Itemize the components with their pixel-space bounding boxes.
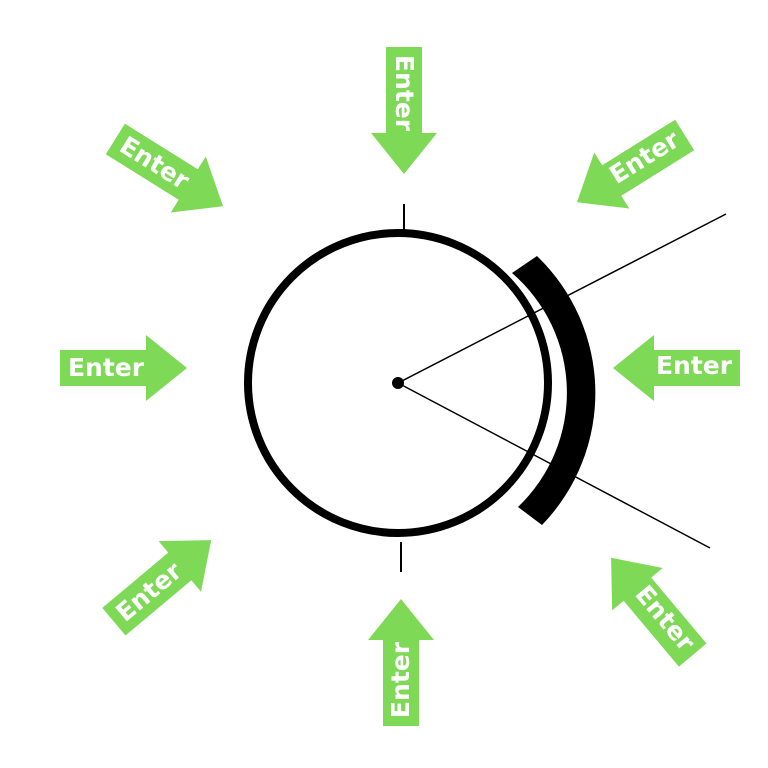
center-dot — [392, 377, 404, 389]
arrow-left: Enter — [60, 335, 187, 401]
arrow-top-left-shape — [105, 123, 224, 213]
arrow-bottom-left: Enter — [102, 540, 212, 636]
arrow-bottom-shape — [368, 599, 434, 726]
arrow-top-shape — [371, 47, 437, 174]
arrow-right: Enter — [613, 335, 740, 401]
main-circle — [244, 229, 552, 537]
arrow-left-shape — [60, 335, 187, 401]
arrow-top-label: Enter — [390, 55, 419, 132]
thick-arc-segment — [512, 256, 596, 525]
arrow-bottom-label: Enter — [386, 641, 415, 718]
arrow-top-right: Enter — [576, 119, 695, 209]
angle-line-upper — [397, 213, 727, 384]
arrow-right-label: Enter — [656, 351, 733, 380]
arrow-top-right-shape — [576, 119, 695, 209]
arrow-top-left: Enter — [105, 123, 224, 213]
arrow-bottom-right-shape — [611, 557, 707, 667]
arrow-bottom: Enter — [368, 599, 434, 726]
angle-line-lower — [397, 382, 711, 549]
arrow-left-label: Enter — [68, 353, 145, 382]
arrow-bottom-right: Enter — [611, 557, 707, 667]
arrow-top: Enter — [371, 47, 437, 174]
arrow-bottom-left-shape — [102, 540, 212, 636]
arrow-right-shape — [613, 335, 740, 401]
